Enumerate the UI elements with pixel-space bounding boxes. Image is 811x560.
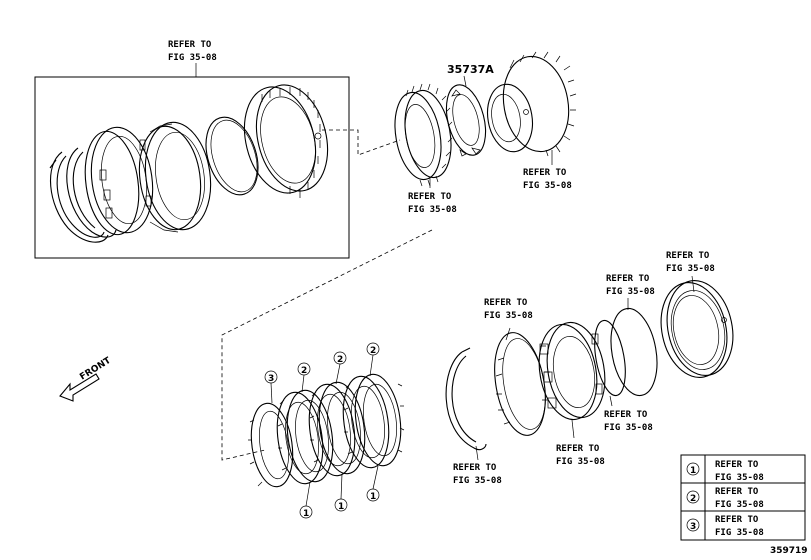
marker-3[interactable]: 3 bbox=[264, 370, 278, 404]
svg-text:FIG 35-08: FIG 35-08 bbox=[604, 423, 653, 433]
svg-text:FIG 35-08: FIG 35-08 bbox=[715, 500, 764, 510]
legend-row-3[interactable]: 3 REFER TO FIG 35-08 bbox=[686, 515, 764, 538]
marker-1c[interactable]: 1 bbox=[366, 465, 380, 502]
svg-text:REFER TO: REFER TO bbox=[523, 168, 567, 178]
svg-text:FIG 35-08: FIG 35-08 bbox=[606, 287, 655, 297]
marker-1b[interactable]: 1 bbox=[334, 473, 348, 512]
legend-row-1[interactable]: 1 REFER TO FIG 35-08 bbox=[686, 460, 764, 483]
svg-text:FIG 35-08: FIG 35-08 bbox=[523, 181, 572, 191]
svg-text:REFER TO: REFER TO bbox=[556, 444, 600, 454]
svg-text:1: 1 bbox=[338, 502, 344, 512]
clutch-plate-3[interactable] bbox=[246, 401, 297, 490]
front-label: FRONT bbox=[78, 355, 113, 382]
front-arrow: FRONT bbox=[59, 355, 113, 402]
marker-2c[interactable]: 2 bbox=[366, 342, 380, 377]
svg-text:2: 2 bbox=[690, 494, 696, 504]
callout-ref-oring-upper[interactable]: REFER TO FIG 35-08 bbox=[606, 274, 655, 297]
svg-text:FIG 35-08: FIG 35-08 bbox=[666, 264, 715, 274]
clutch-piston[interactable] bbox=[532, 318, 612, 424]
marker-1a[interactable]: 1 bbox=[299, 481, 313, 519]
snap-ring-lower[interactable] bbox=[445, 347, 487, 451]
svg-text:FIG 35-08: FIG 35-08 bbox=[453, 476, 502, 486]
svg-text:FIG 35-08: FIG 35-08 bbox=[556, 457, 605, 467]
legend-table: 1 REFER TO FIG 35-08 2 REFER TO FIG 35-0… bbox=[680, 454, 806, 541]
svg-text:REFER TO: REFER TO bbox=[666, 251, 710, 261]
svg-text:FIG 35-08: FIG 35-08 bbox=[168, 53, 217, 63]
svg-text:REFER TO: REFER TO bbox=[715, 460, 759, 470]
oring-lower[interactable] bbox=[590, 318, 631, 398]
oring-box[interactable] bbox=[197, 111, 267, 202]
assembly-box bbox=[34, 76, 350, 259]
clutch-cylinder[interactable] bbox=[653, 274, 742, 383]
callout-ref-ring-gear[interactable]: REFER TO FIG 35-08 bbox=[523, 168, 572, 191]
clutch-plate-1b[interactable] bbox=[314, 379, 370, 476]
svg-text:FIG 35-08: FIG 35-08 bbox=[484, 311, 533, 321]
callout-ref-planet-carrier[interactable]: REFER TO FIG 35-08 bbox=[408, 192, 457, 215]
ring-gear[interactable] bbox=[482, 51, 577, 157]
clutch-disc-2a[interactable] bbox=[272, 389, 328, 486]
svg-text:REFER TO: REFER TO bbox=[453, 463, 497, 473]
svg-text:2: 2 bbox=[301, 366, 307, 376]
legend-row-2[interactable]: 2 REFER TO FIG 35-08 bbox=[686, 487, 764, 510]
callout-ref-snap-ring[interactable]: REFER TO FIG 35-08 bbox=[453, 463, 502, 486]
svg-text:FIG 35-08: FIG 35-08 bbox=[715, 473, 764, 483]
svg-text:3: 3 bbox=[268, 374, 274, 384]
callout-ref-cylinder[interactable]: REFER TO FIG 35-08 bbox=[666, 251, 715, 274]
svg-text:2: 2 bbox=[337, 355, 343, 365]
svg-text:3: 3 bbox=[690, 522, 696, 532]
svg-text:REFER TO: REFER TO bbox=[715, 515, 759, 525]
svg-text:REFER TO: REFER TO bbox=[168, 40, 212, 50]
svg-text:FIG 35-08: FIG 35-08 bbox=[408, 205, 457, 215]
oring-upper[interactable] bbox=[605, 305, 664, 399]
callout-ref-top-left[interactable]: REFER TO FIG 35-08 bbox=[168, 40, 217, 63]
callout-ref-return-spring[interactable]: REFER TO FIG 35-08 bbox=[484, 298, 533, 321]
callout-ref-oring-lower[interactable]: REFER TO FIG 35-08 bbox=[604, 410, 653, 433]
svg-text:REFER TO: REFER TO bbox=[604, 410, 648, 420]
svg-text:1: 1 bbox=[303, 509, 309, 519]
svg-text:FIG 35-08: FIG 35-08 bbox=[715, 528, 764, 538]
marker-2b[interactable]: 2 bbox=[333, 351, 347, 385]
part-number-label[interactable]: 35737A bbox=[447, 63, 494, 76]
svg-text:REFER TO: REFER TO bbox=[606, 274, 650, 284]
svg-text:1: 1 bbox=[690, 466, 696, 476]
callout-ref-piston[interactable]: REFER TO FIG 35-08 bbox=[556, 444, 605, 467]
clutch-plate-1c[interactable] bbox=[350, 371, 406, 468]
snap-ring-left[interactable] bbox=[49, 151, 109, 243]
svg-text:REFER TO: REFER TO bbox=[484, 298, 528, 308]
clutch-disc-2c[interactable] bbox=[338, 373, 394, 470]
illustration-id: 359719 bbox=[770, 546, 808, 556]
svg-text:1: 1 bbox=[370, 492, 376, 502]
svg-text:2: 2 bbox=[370, 346, 376, 356]
svg-text:REFER TO: REFER TO bbox=[715, 487, 759, 497]
snap-ring-second[interactable] bbox=[66, 147, 117, 238]
svg-text:REFER TO: REFER TO bbox=[408, 192, 452, 202]
clutch-plate-1a[interactable] bbox=[282, 387, 338, 484]
clutch-disc-2b[interactable] bbox=[304, 381, 360, 478]
return-spring[interactable] bbox=[487, 329, 552, 440]
clutch-drum-left[interactable] bbox=[133, 118, 217, 234]
marker-2a[interactable]: 2 bbox=[297, 362, 311, 393]
clutch-retainer[interactable] bbox=[79, 123, 159, 238]
thrust-washer[interactable] bbox=[440, 81, 492, 160]
